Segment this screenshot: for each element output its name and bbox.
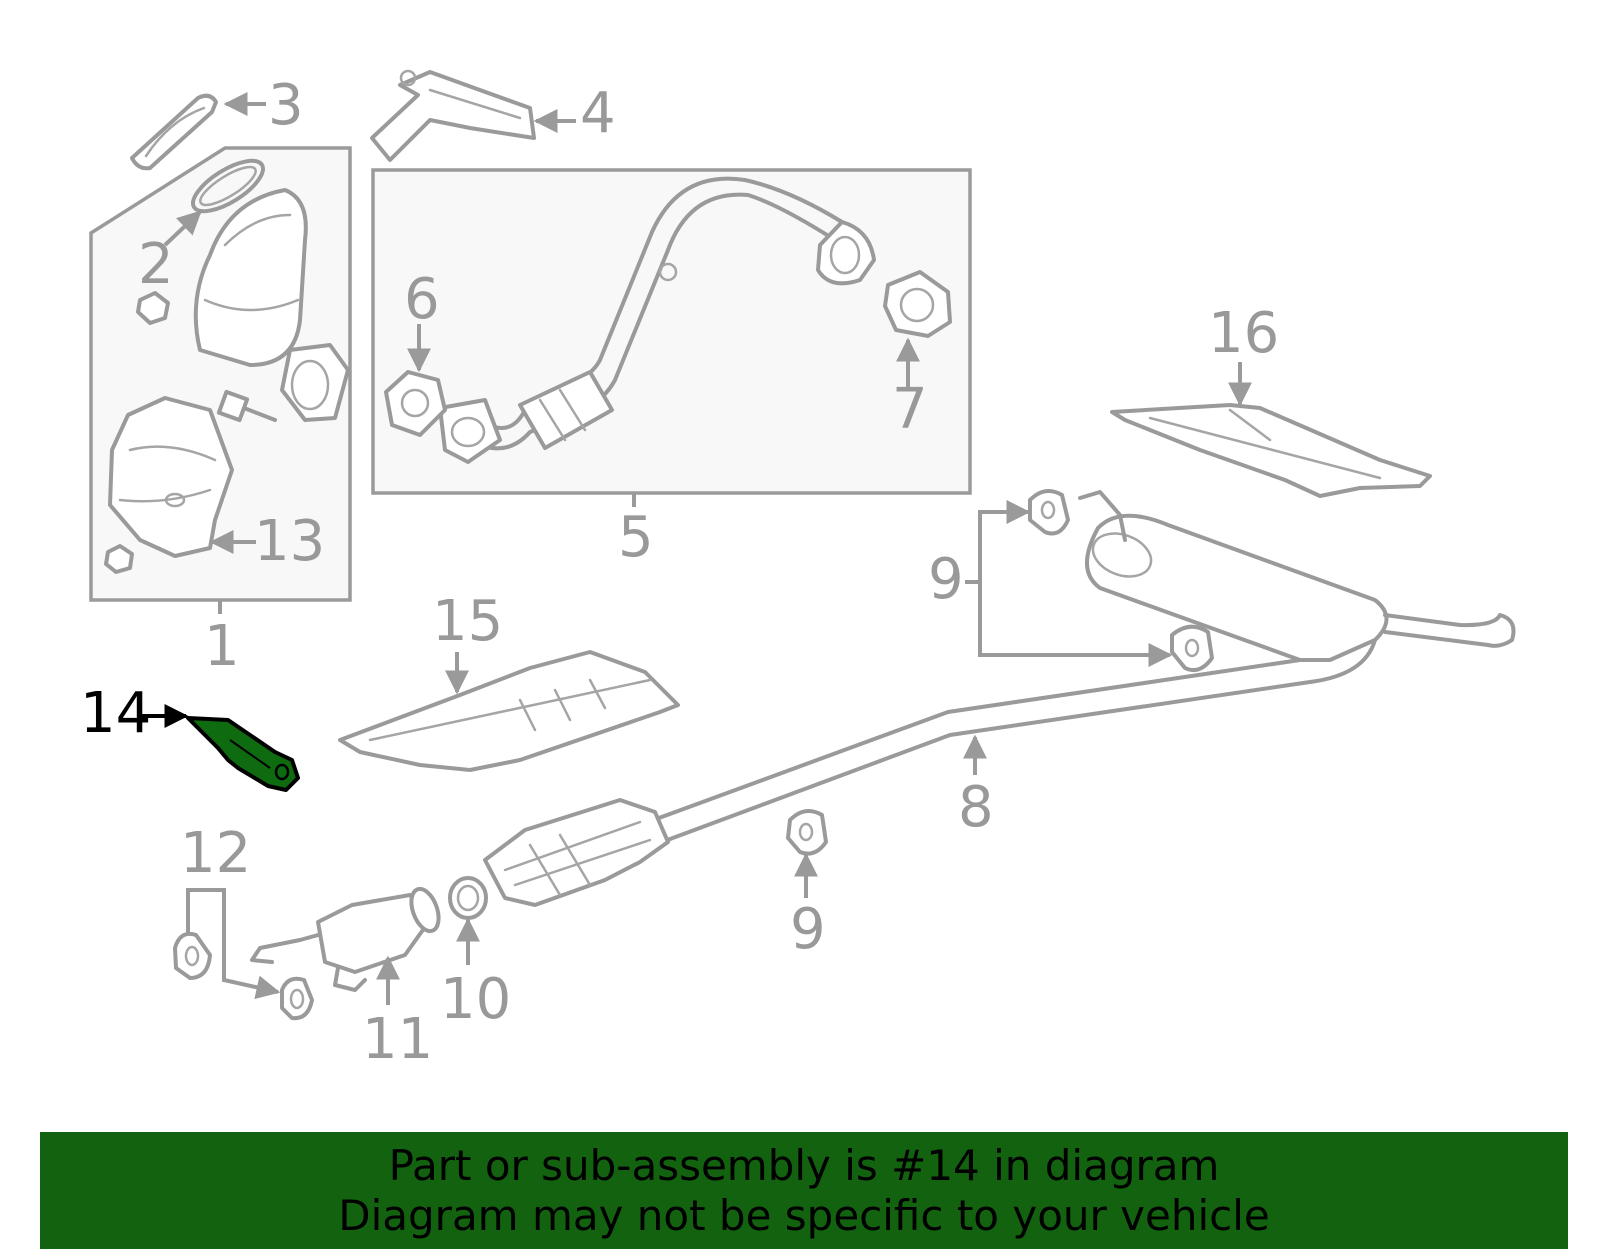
leader-lines [142, 92, 1252, 1005]
callout-6: 6 [404, 267, 440, 332]
part-12-hanger-b[interactable] [280, 976, 314, 1021]
callout-16: 16 [1208, 301, 1279, 366]
part-3-clamp[interactable] [130, 93, 218, 171]
callout-13: 13 [254, 509, 325, 574]
part-4-bracket[interactable] [370, 69, 536, 162]
part-9-hanger-lower[interactable] [786, 809, 828, 856]
part-9-hanger-upper[interactable] [1028, 489, 1070, 536]
callout-12: 12 [180, 821, 251, 886]
callout-9-lower: 9 [790, 897, 826, 962]
callout-7: 7 [892, 377, 928, 442]
part-8-intermediate-pipe[interactable] [646, 638, 1377, 844]
part-13-heat-shield[interactable] [104, 396, 234, 574]
part-10-clamp[interactable] [448, 876, 488, 920]
resonator[interactable] [483, 798, 670, 907]
callout-11: 11 [362, 1007, 433, 1072]
part-16-heat-shield[interactable] [1110, 403, 1432, 498]
part-7-gasket[interactable] [883, 270, 952, 338]
callout-3: 3 [268, 73, 304, 138]
part-15-heat-shield[interactable] [338, 650, 680, 772]
part-9-hanger-middle[interactable] [1170, 624, 1214, 672]
callout-9-upper: 9 [928, 547, 964, 612]
callout-1: 1 [204, 614, 240, 679]
bolt[interactable] [216, 389, 277, 423]
callout-4: 4 [580, 81, 616, 146]
exhaust-parts-diagram: 3 4 2 6 7 16 13 1 5 9 15 14 8 12 9 10 11 [80, 69, 1516, 1072]
part-1-manifold-converter[interactable] [136, 188, 350, 422]
banner-line-1: Part or sub-assembly is #14 in diagram [388, 1140, 1220, 1190]
callout-2: 2 [138, 232, 174, 297]
callout-10: 10 [440, 967, 511, 1032]
callout-5: 5 [618, 505, 654, 570]
part-14-hanger-bracket[interactable] [186, 716, 300, 792]
part-5-front-pipe[interactable] [438, 176, 876, 464]
info-banner: Part or sub-assembly is #14 in diagram D… [40, 1132, 1568, 1249]
banner-line-2: Diagram may not be specific to your vehi… [338, 1190, 1270, 1240]
callout-14: 14 [80, 681, 151, 746]
part-2-gasket[interactable] [186, 151, 271, 221]
rear-muffler[interactable] [1078, 490, 1516, 662]
part-12-hanger-a[interactable] [173, 931, 212, 980]
part-11-converter[interactable] [250, 885, 444, 992]
callout-8: 8 [958, 775, 994, 840]
callout-15: 15 [432, 589, 503, 654]
